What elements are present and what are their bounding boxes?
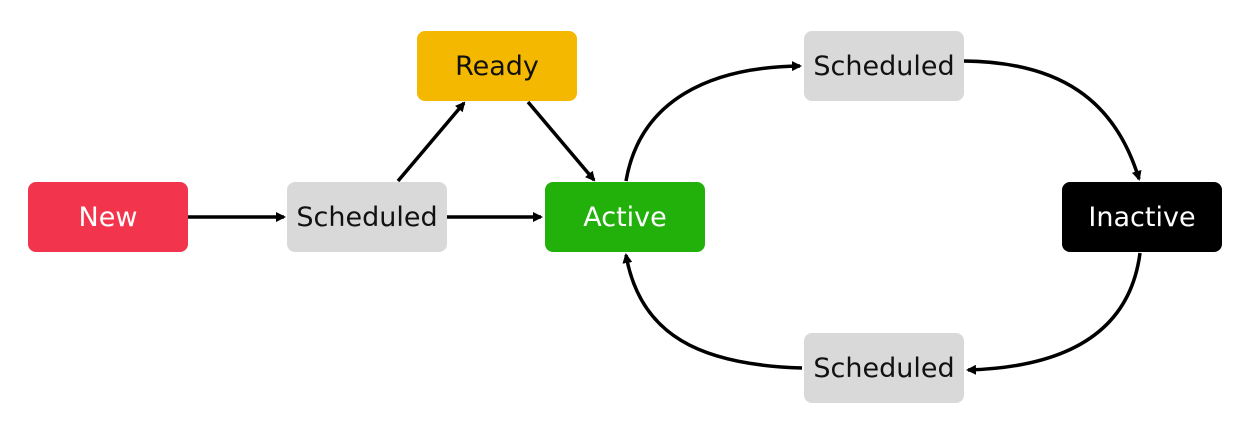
edge-active-to-scheduled-top [624,61,802,182]
state-label-new: New [78,201,138,233]
state-node-ready: Ready [417,31,577,101]
state-label-scheduled-to-inactive: Scheduled [813,50,955,82]
state-label-scheduled-initial: Scheduled [296,201,438,233]
edge-ready-to-active [526,100,596,182]
state-label-scheduled-to-active: Scheduled [813,352,955,384]
state-label-active: Active [583,201,667,233]
state-node-inactive: Inactive [1062,182,1222,252]
state-node-scheduled-to-inactive: Scheduled [804,31,964,101]
state-node-scheduled-to-active: Scheduled [804,333,964,403]
state-label-inactive: Inactive [1088,201,1196,233]
edge-scheduled-bottom-to-active [622,253,803,370]
state-node-scheduled-initial: Scheduled [287,182,447,252]
edge-scheduled-to-ready [396,101,466,183]
state-label-ready: Ready [455,50,539,82]
state-node-active: Active [545,182,705,252]
state-node-new: New [28,182,188,252]
edge-scheduled-top-to-inactive [963,59,1142,181]
edge-inactive-to-scheduled-bottom [966,252,1142,375]
